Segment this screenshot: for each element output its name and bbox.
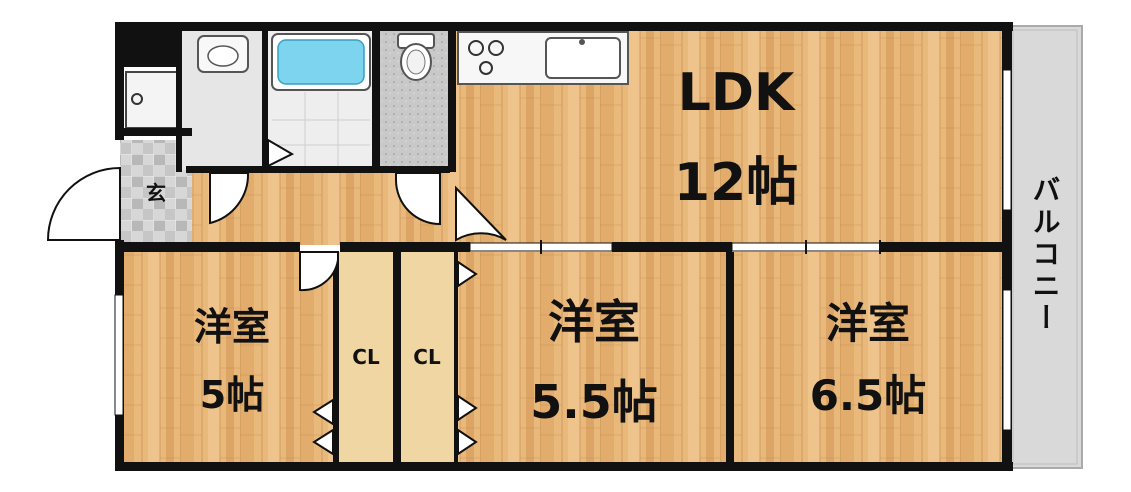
ldk-name: LDK	[678, 63, 796, 123]
ldk-size: 12帖	[674, 153, 798, 213]
balcony-label: バルコニー	[1029, 175, 1062, 335]
closet-folding-doors	[312, 260, 478, 456]
sink-icon	[197, 35, 249, 73]
room2-size: 5.5帖	[530, 375, 658, 429]
room1-name: 洋室	[194, 305, 270, 349]
sliding-doors	[469, 240, 881, 254]
washer-pan	[125, 71, 179, 129]
closet-2-floor	[400, 252, 454, 467]
room3-size: 6.5帖	[810, 371, 926, 420]
room1-size: 5帖	[200, 373, 264, 417]
swing-doors	[46, 138, 507, 292]
windows	[114, 69, 1012, 431]
room3-floor	[732, 252, 1008, 467]
room3-name: 洋室	[826, 299, 910, 348]
washer-drain-icon	[131, 93, 143, 105]
bathtub-icon	[271, 33, 371, 91]
balcony	[1007, 25, 1083, 469]
closet-1-label: CL	[352, 345, 380, 369]
room2-name: 洋室	[548, 295, 640, 349]
stove-burner-icon	[479, 61, 493, 75]
stove-burner-icon	[468, 40, 484, 56]
entrance-label: 玄	[146, 181, 166, 205]
kitchen-counter	[457, 31, 629, 85]
room2-floor	[454, 252, 726, 467]
walls	[115, 22, 1013, 471]
kitchen-sink-icon	[545, 37, 621, 79]
closet-1-floor	[338, 252, 394, 467]
shower-floor-tiles	[272, 92, 370, 168]
stove-burner-icon	[488, 40, 504, 56]
toilet-icon	[397, 33, 435, 81]
closet-2-label: CL	[413, 345, 441, 369]
